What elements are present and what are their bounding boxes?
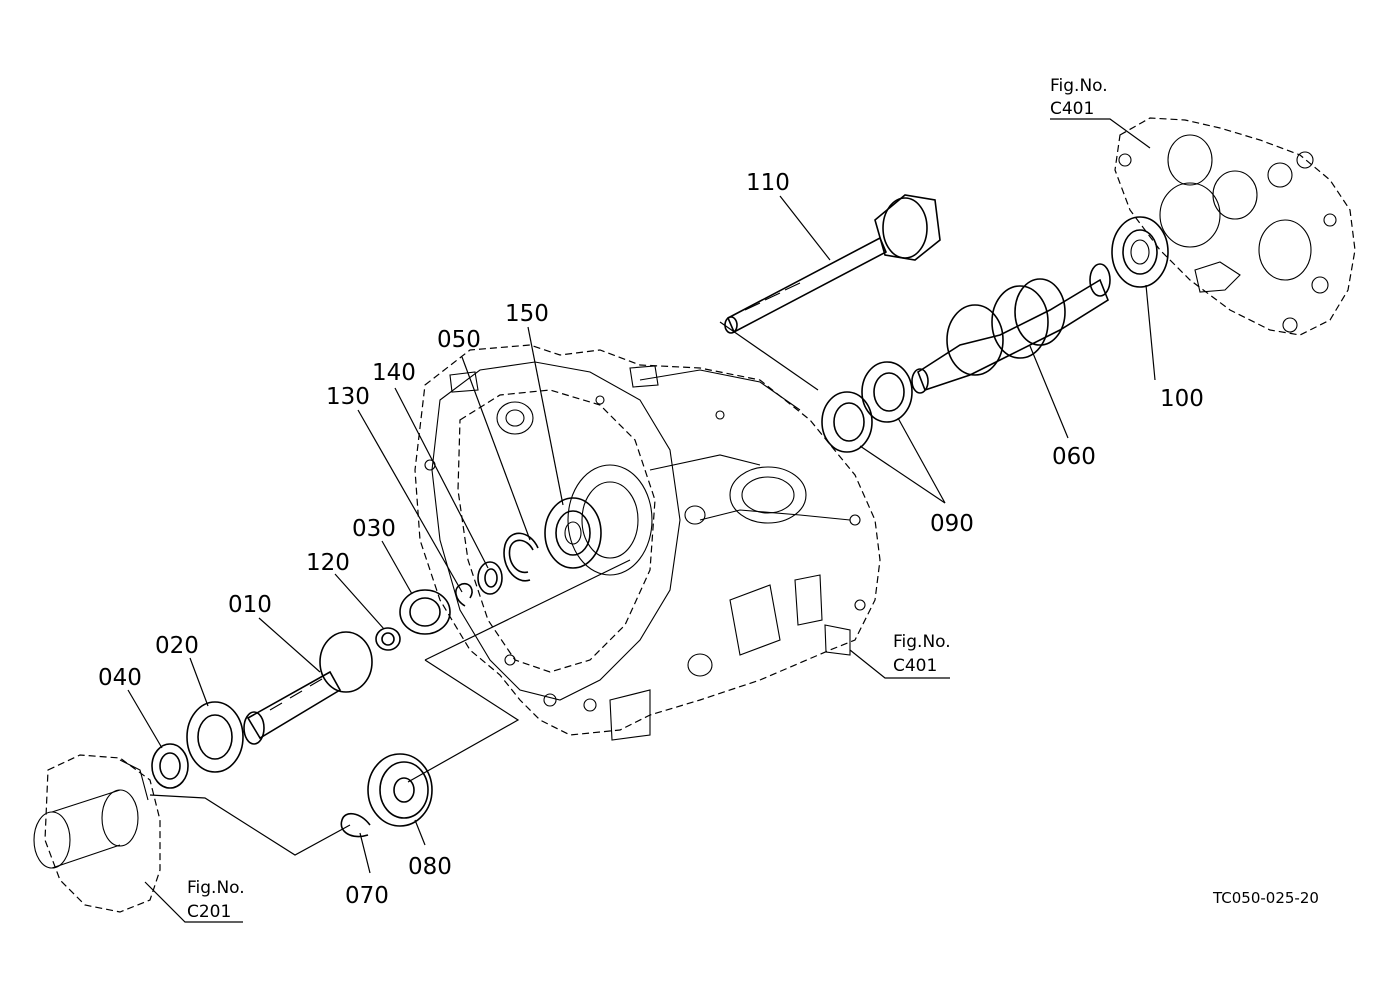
callout-020: 020 <box>155 633 199 659</box>
ring-130 <box>455 582 473 607</box>
bearing-150 <box>544 497 602 569</box>
bearing-030 <box>399 589 451 635</box>
callout-090: 090 <box>930 511 974 537</box>
callout-060: 060 <box>1052 444 1096 470</box>
oil-seal-040 <box>151 743 189 789</box>
bearing-090-a <box>821 391 873 453</box>
transmission-case <box>414 344 881 741</box>
fig-ref-code: C401 <box>893 656 937 676</box>
fig-ref-code: C201 <box>187 902 231 922</box>
callout-110: 110 <box>746 170 790 196</box>
gear-080 <box>367 753 433 827</box>
bearing-020 <box>186 701 244 773</box>
callout-010: 010 <box>228 592 272 618</box>
callout-050: 050 <box>437 327 481 353</box>
callouts: 110 150 050 140 130 030 120 010 020 040 … <box>98 170 1204 909</box>
fig-ref-code: C401 <box>1050 99 1094 119</box>
callout-140: 140 <box>372 360 416 386</box>
rear-case-c401 <box>1114 117 1356 336</box>
callout-150: 150 <box>505 301 549 327</box>
fig-ref-label: Fig.No. <box>187 878 245 898</box>
figure-reference-center: Fig.No. C401 <box>893 632 951 676</box>
fig-ref-label: Fig.No. <box>1050 76 1108 96</box>
drawing-code: TC050-025-20 <box>1212 889 1319 907</box>
front-cover-c201 <box>33 754 161 913</box>
callout-040: 040 <box>98 665 142 691</box>
fig-ref-label: Fig.No. <box>893 632 951 652</box>
bearing-090-b <box>861 361 913 423</box>
callout-030: 030 <box>352 516 396 542</box>
assembly-lines <box>149 321 819 856</box>
callout-080: 080 <box>408 854 452 880</box>
snap-ring-070 <box>340 812 371 838</box>
shaft-010 <box>243 631 373 745</box>
snap-ring-050 <box>503 532 539 582</box>
collar-140 <box>477 561 503 595</box>
figure-reference-top-right: Fig.No. C401 <box>1050 76 1108 119</box>
callout-100: 100 <box>1160 386 1204 412</box>
callout-130: 130 <box>326 384 370 410</box>
bearing-100 <box>1111 216 1169 288</box>
ring-120 <box>375 627 401 651</box>
callout-120: 120 <box>306 550 350 576</box>
callout-070: 070 <box>345 883 389 909</box>
figure-reference-bottom-left: Fig.No. C201 <box>187 878 245 922</box>
gear-shaft-060 <box>911 263 1111 394</box>
shaft-110 <box>724 194 941 334</box>
leader-lines <box>127 118 1156 923</box>
